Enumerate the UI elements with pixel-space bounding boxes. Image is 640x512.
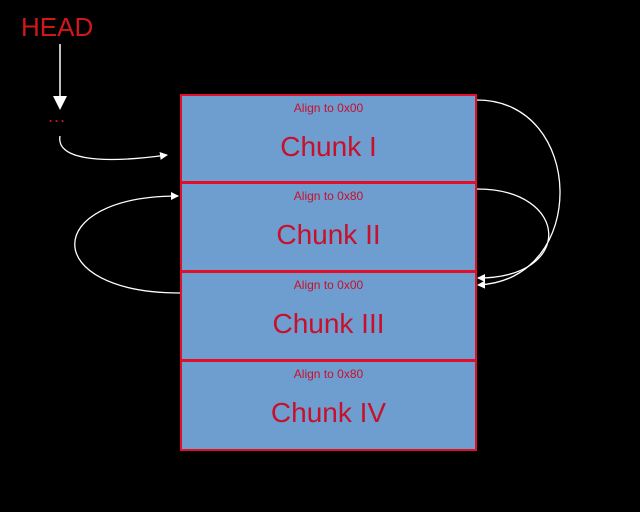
chunk-2-align: Align to 0x80: [293, 189, 364, 203]
chunk-3-name: Chunk III: [272, 308, 385, 339]
head-label: HEAD: [21, 12, 94, 42]
chunk-3-align: Align to 0x00: [293, 278, 364, 292]
chunk-1: Align to 0x00 Chunk I: [180, 94, 477, 183]
chunk-1-name: Chunk I: [280, 131, 377, 162]
chunk2-to-chunk3-arrow: [476, 188, 550, 282]
chunk-1-align: Align to 0x00: [293, 101, 364, 115]
chunk-4-name: Chunk IV: [270, 397, 387, 428]
chunk-2-name: Chunk II: [276, 219, 381, 250]
chunk-2: Align to 0x80 Chunk II: [180, 183, 477, 272]
chunk-4: Align to 0x80 Chunk IV: [180, 361, 477, 451]
chunk1-to-chunk3-arrow: [476, 99, 561, 289]
chunk-stack: Align to 0x00 Chunk I Align to 0x80 Chun…: [180, 94, 477, 451]
ellipsis: ...: [48, 106, 67, 126]
chunk-3: Align to 0x00 Chunk III: [180, 272, 477, 361]
chunk-4-align: Align to 0x80: [293, 367, 364, 381]
ellipsis-to-chunk1-arrow: [59, 135, 168, 161]
chunk3-to-chunk2-arrow: [74, 192, 181, 294]
